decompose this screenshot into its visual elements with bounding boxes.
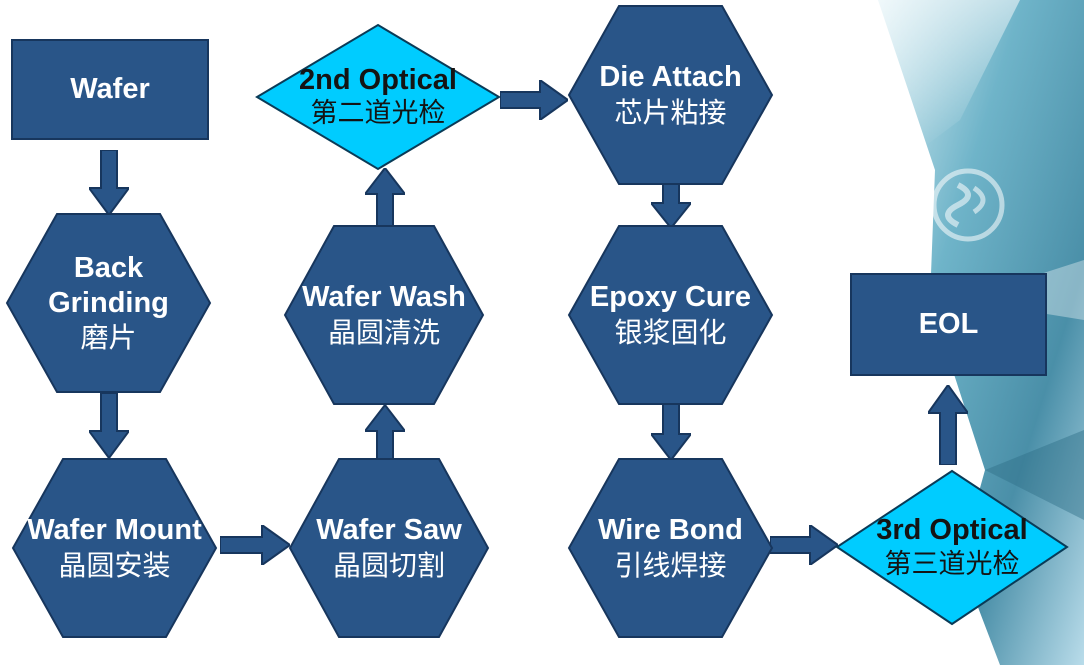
step-label-cn: 引线焊接 (614, 548, 727, 582)
step-label-en: Grinding (48, 286, 169, 319)
third-optical-inspection: 3rd Optical 第三道光检 (835, 469, 1069, 626)
step-label-en: Wafer Wash (302, 281, 466, 314)
step-label-en: 2nd Optical (299, 63, 457, 96)
eol-step: EOL (850, 273, 1047, 376)
arrow-up-icon (928, 385, 968, 465)
wafer-step: Wafer (11, 39, 209, 140)
arrow-right-icon (770, 525, 838, 565)
arrow-up-icon (365, 405, 405, 460)
step-label-en: Die Attach (599, 61, 742, 94)
step-hexagon-shape (11, 458, 218, 638)
step-hexagon-shape (283, 225, 485, 405)
arrow-right-icon (220, 525, 290, 565)
second-optical-inspection: 2nd Optical 第二道光检 (255, 23, 501, 171)
step-label-cn: 晶圆安装 (58, 548, 171, 582)
step-label-cn: 第三道光检 (884, 548, 1020, 580)
step-hexagon-shape (567, 458, 774, 638)
wire-bond-step: Wire Bond 引线焊接 (567, 458, 774, 638)
step-hexagon-shape (288, 458, 490, 638)
arrow-right-icon (500, 80, 568, 120)
step-label-en: 3rd Optical (876, 514, 1028, 547)
step-label-cn: 晶圆切割 (332, 548, 445, 582)
arrow-down-icon (89, 150, 129, 215)
step-label-cn: 芯片粘接 (614, 95, 727, 129)
step-hexagon-shape (5, 213, 212, 393)
step-label-cn: 磨片 (80, 321, 137, 355)
step-label-cn: 第二道光检 (310, 98, 446, 130)
epoxy-cure-step: Epoxy Cure 银浆固化 (567, 225, 774, 405)
step-hexagon-shape (567, 225, 774, 405)
back-grinding-step: Back Grinding 磨片 (5, 213, 212, 393)
step-label-en: Back (73, 251, 144, 284)
arrow-down-icon (89, 393, 129, 458)
step-label-en: Wafer Saw (316, 514, 462, 547)
wafer-wash-step: Wafer Wash 晶圆清洗 (283, 225, 485, 405)
step-label-en: Wafer (70, 72, 150, 105)
step-rectangle-shape (11, 39, 209, 140)
step-label-en: EOL (918, 307, 979, 340)
step-rectangle-shape (850, 273, 1047, 376)
step-label-en: Wafer Mount (27, 514, 202, 547)
step-label-cn: 晶圆清洗 (327, 315, 440, 349)
arrow-down-icon (651, 183, 691, 228)
arrow-down-icon (651, 398, 691, 460)
step-hexagon-shape (567, 5, 774, 185)
die-attach-step: Die Attach 芯片粘接 (567, 5, 774, 185)
wafer-saw-step: Wafer Saw 晶圆切割 (288, 458, 490, 638)
decision-diamond-shape (255, 23, 501, 171)
step-label-cn: 银浆固化 (614, 315, 727, 349)
decision-diamond-shape (835, 469, 1069, 626)
arrow-up-icon (365, 168, 405, 226)
step-label-en: Epoxy Cure (589, 281, 752, 314)
step-label-en: Wire Bond (598, 514, 743, 547)
logo-mark-icon (931, 168, 1005, 242)
wafer-mount-step: Wafer Mount 晶圆安装 (11, 458, 218, 638)
